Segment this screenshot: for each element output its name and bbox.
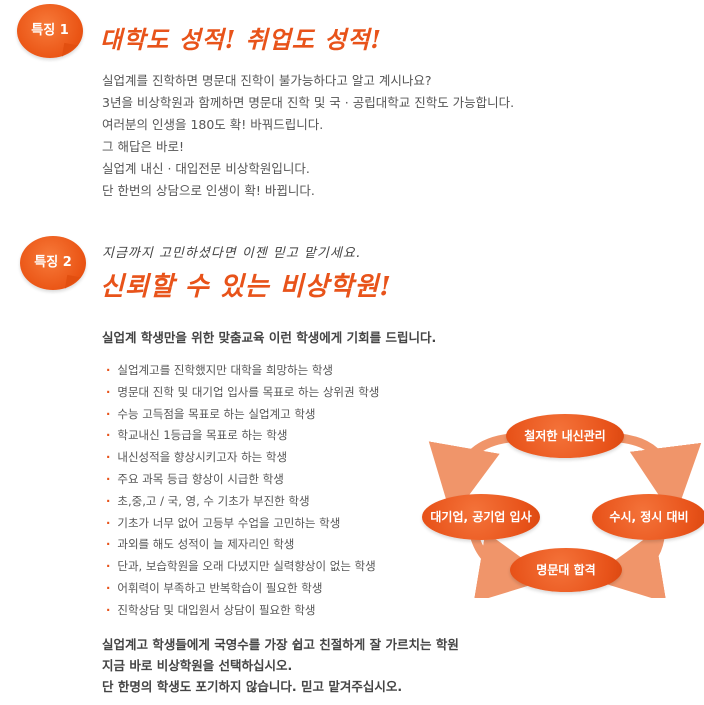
feature2-title: 신뢰할 수 있는 비상학원! [100, 272, 392, 302]
bullet-icon: · [106, 559, 111, 574]
list-item: · 초,중,고 / 국, 영, 수 기초가 부진한 학생 [106, 491, 379, 513]
list-item-text: 어휘력이 부족하고 반복학습이 필요한 학생 [117, 580, 323, 595]
list-item-text: 실업계고를 진학했지만 대학을 희망하는 학생 [117, 363, 334, 377]
list-item: · 실업계고를 진학했지만 대학을 희망하는 학생 [106, 360, 379, 382]
list-item: · 수능 고득점을 목표로 하는 실업계고 학생 [106, 404, 379, 426]
bullet-icon: · [106, 384, 111, 399]
cycle-node-left: 대기업, 공기업 입사 [422, 494, 540, 540]
cycle-diagram: 철저한 내신관리 대기업, 공기업 입사 수시, 정시 대비 명문대 합격 [420, 398, 704, 598]
feature1-badge-label: 특징 1 [31, 23, 69, 38]
list-item-text: 단과, 보습학원을 오래 다녔지만 실력향상이 없는 학생 [117, 559, 376, 574]
bullet-icon: · [106, 580, 111, 595]
cycle-node-right: 수시, 정시 대비 [592, 494, 704, 540]
bullet-icon: · [106, 515, 111, 530]
bullet-icon: · [106, 537, 111, 552]
bullet-icon: · [106, 493, 111, 508]
list-item-text: 기초가 너무 없어 고등부 수업을 고민하는 학생 [117, 515, 341, 530]
list-item-text: 학교내신 1등급을 목표로 하는 학생 [117, 428, 288, 443]
list-item-text: 수능 고득점을 목표로 하는 실업계고 학생 [117, 406, 316, 421]
list-item-text: 과외를 해도 성적이 늘 제자리인 학생 [117, 537, 295, 552]
bullet-icon: · [106, 428, 111, 443]
list-item: · 학교내신 1등급을 목표로 하는 학생 [106, 425, 379, 447]
closing-line: 실업계고 학생들에게 국영수를 가장 쉽고 친절하게 잘 가르치는 학원 [102, 637, 459, 652]
cycle-node-top: 철저한 내신관리 [506, 414, 624, 458]
bullet-icon: · [106, 406, 111, 421]
feature2-subtitle: 지금까지 고민하셨다면 이젠 믿고 맡기세요. [102, 246, 361, 261]
arrow-top-to-left [428, 433, 511, 519]
feature2-badge-label: 특징 2 [34, 255, 72, 270]
list-item-text: 내신성적을 향상시키고자 하는 학생 [117, 450, 288, 465]
bullet-icon: · [106, 602, 111, 617]
feature1-line: 여러분의 인생을 180도 확! 바꿔드립니다. [102, 117, 324, 132]
feature1-badge: 특징 1 [17, 4, 83, 60]
list-item: · 진학상담 및 대입원서 상담이 필요한 학생 [106, 600, 379, 622]
bullet-icon: · [106, 450, 111, 465]
feature2-lead: 실업계 학생만을 위한 맞춤교육 이런 학생에게 기회를 드립니다. [102, 330, 437, 345]
list-item: · 단과, 보습학원을 오래 다녔지만 실력향상이 없는 학생 [106, 556, 379, 578]
feature1-line: 그 해답은 바로! [102, 139, 184, 154]
list-item: · 어휘력이 부족하고 반복학습이 필요한 학생 [106, 578, 379, 600]
feature1-title: 대학도 성적! 취업도 성적! [100, 25, 382, 54]
closing-line: 단 한명의 학생도 포기하지 않습니다. 믿고 맡겨주십시오. [102, 679, 403, 694]
list-item-text: 진학상담 및 대입원서 상담이 필요한 학생 [117, 602, 316, 617]
list-item: · 과외를 해도 성적이 늘 제자리인 학생 [106, 534, 379, 556]
list-item-text: 명문대 진학 및 대기업 입사를 목표로 하는 상위권 학생 [117, 384, 380, 399]
feature2-closing: 실업계고 학생들에게 국영수를 가장 쉽고 친절하게 잘 가르치는 학원 지금 … [102, 634, 459, 697]
list-item: · 내신성적을 향상시키고자 하는 학생 [106, 447, 379, 469]
arrow-right-to-bottom [589, 531, 667, 598]
feature1-line: 3년을 비상학원과 함께하면 명문대 진학 및 국 · 공립대학교 진학도 가능… [102, 95, 515, 110]
feature1-description: 실업계를 진학하면 명문대 진학이 불가능하다고 알고 계시나요? 3년을 비상… [102, 70, 514, 202]
feature2-badge: 특징 2 [20, 236, 86, 292]
arrow-top-to-right [619, 433, 702, 519]
list-item: · 기초가 너무 없어 고등부 수업을 고민하는 학생 [106, 513, 379, 535]
closing-line: 지금 바로 비상학원을 선택하십시오. [102, 658, 293, 673]
bullet-icon: · [106, 363, 111, 377]
list-item: · 주요 과목 등급 향상이 시급한 학생 [106, 469, 379, 491]
bullet-icon: · [106, 471, 111, 486]
cycle-node-bottom: 명문대 합격 [510, 548, 622, 592]
list-item-text: 주요 과목 등급 향상이 시급한 학생 [117, 471, 284, 486]
list-item-text: 초,중,고 / 국, 영, 수 기초가 부진한 학생 [117, 493, 310, 508]
list-item: · 명문대 진학 및 대기업 입사를 목표로 하는 상위권 학생 [106, 382, 379, 404]
cycle-arrows [428, 433, 702, 598]
target-student-list: · 실업계고를 진학했지만 대학을 희망하는 학생 · 명문대 진학 및 대기업 입… [106, 360, 379, 622]
feature1-line: 실업계를 진학하면 명문대 진학이 불가능하다고 알고 계시나요? [102, 73, 432, 88]
feature1-line: 단 한번의 상담으로 인생이 확! 바뀝니다. [102, 183, 315, 198]
feature1-line: 실업계 내신 · 대입전문 비상학원입니다. [102, 161, 310, 176]
arrow-left-to-bottom [470, 531, 551, 598]
